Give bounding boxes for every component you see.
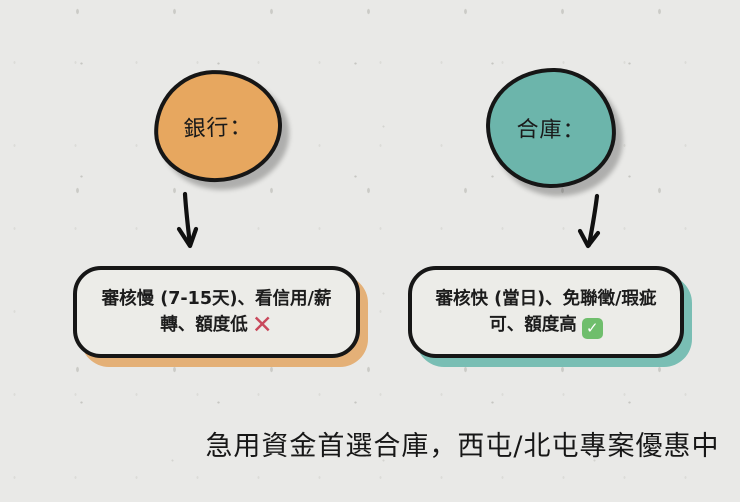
coop-node: 合庫： [484,66,618,190]
coop-node-label: 合庫： [516,117,586,144]
bank-info-line2: 轉、額度低✕ [160,310,273,339]
coop-info-box: 審核快 (當日)、免聯徵/瑕疵 可、額度高✓ [408,266,684,358]
bank-node-label: 銀行： [183,114,254,143]
arrow-down-coop-icon [577,193,601,249]
bank-info-text: 審核慢 (7-15天)、看信用/薪 轉、額度低✕ [102,286,332,338]
arrow-down-bank-icon [176,191,199,249]
footer-caption: 急用資金首選合庫，西屯/北屯專案優惠中 [205,431,720,462]
coop-info-line2: 可、額度高✓ [436,312,657,339]
bank-info-line1: 審核慢 (7-15天)、看信用/薪 [101,289,332,309]
coop-info-line1: 審核快 (當日)、免聯徵/瑕疵 [435,288,657,309]
bank-node: 銀行： [152,67,284,185]
check-icon: ✓ [581,317,603,339]
cross-icon: ✕ [251,310,273,339]
coop-info-text: 審核快 (當日)、免聯徵/瑕疵 可、額度高✓ [435,286,657,339]
bank-info-box: 審核慢 (7-15天)、看信用/薪 轉、額度低✕ [73,266,360,358]
